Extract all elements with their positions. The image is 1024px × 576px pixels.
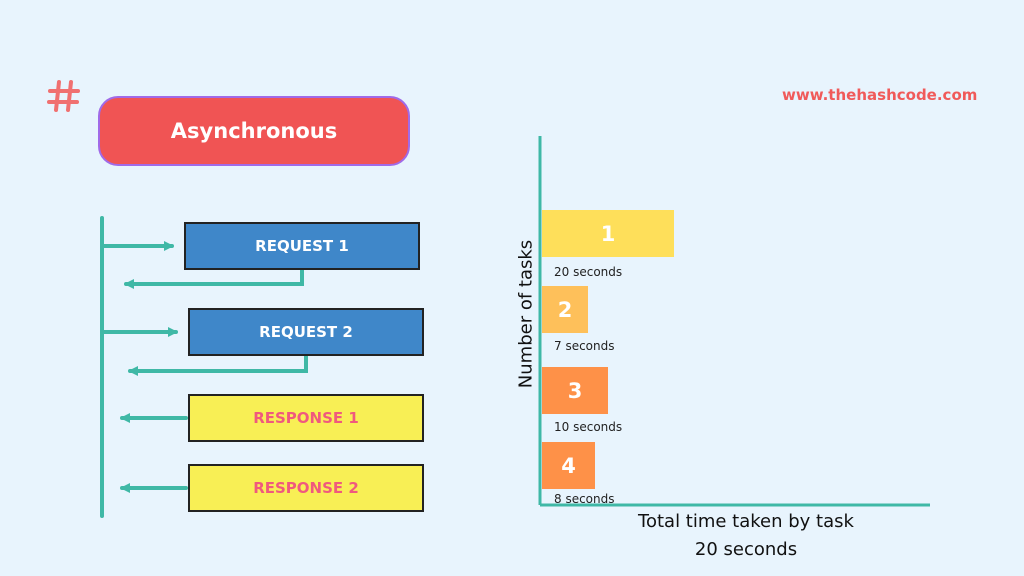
request-2-box: REQUEST 2 xyxy=(188,308,424,356)
x-axis-label: Total time taken by task xyxy=(638,511,854,532)
request-1-label: REQUEST 1 xyxy=(255,237,349,255)
request-2-label: REQUEST 2 xyxy=(259,323,353,341)
y-axis-label: Number of tasks xyxy=(515,239,537,389)
response-1-box: RESPONSE 1 xyxy=(188,394,424,442)
bar-task-1: 1 xyxy=(542,210,674,257)
hash-icon xyxy=(47,80,80,112)
bar-caption-4: 8 seconds xyxy=(554,492,615,506)
bar-caption-1: 20 seconds xyxy=(554,265,623,279)
response-2-box: RESPONSE 2 xyxy=(188,464,424,512)
bar-task-4: 4 xyxy=(542,442,595,489)
bar-caption-2: 7 seconds xyxy=(554,339,615,353)
arrow-return-2 xyxy=(128,354,308,376)
x-axis-label-block: Total time taken by task 20 seconds xyxy=(620,508,872,564)
response-2-label: RESPONSE 2 xyxy=(253,479,359,497)
bar-task-3: 3 xyxy=(542,367,608,414)
arrow-return-1 xyxy=(124,268,304,289)
title-pill: Asynchronous xyxy=(98,96,410,166)
total-time-label: 20 seconds xyxy=(694,539,798,560)
site-url[interactable]: www.thehashcode.com xyxy=(782,86,978,104)
response-1-label: RESPONSE 1 xyxy=(253,409,359,427)
request-1-box: REQUEST 1 xyxy=(184,222,420,270)
bar-task-2: 2 xyxy=(542,286,588,333)
bar-caption-3: 10 seconds xyxy=(554,420,623,434)
title-label: Asynchronous xyxy=(170,119,338,143)
